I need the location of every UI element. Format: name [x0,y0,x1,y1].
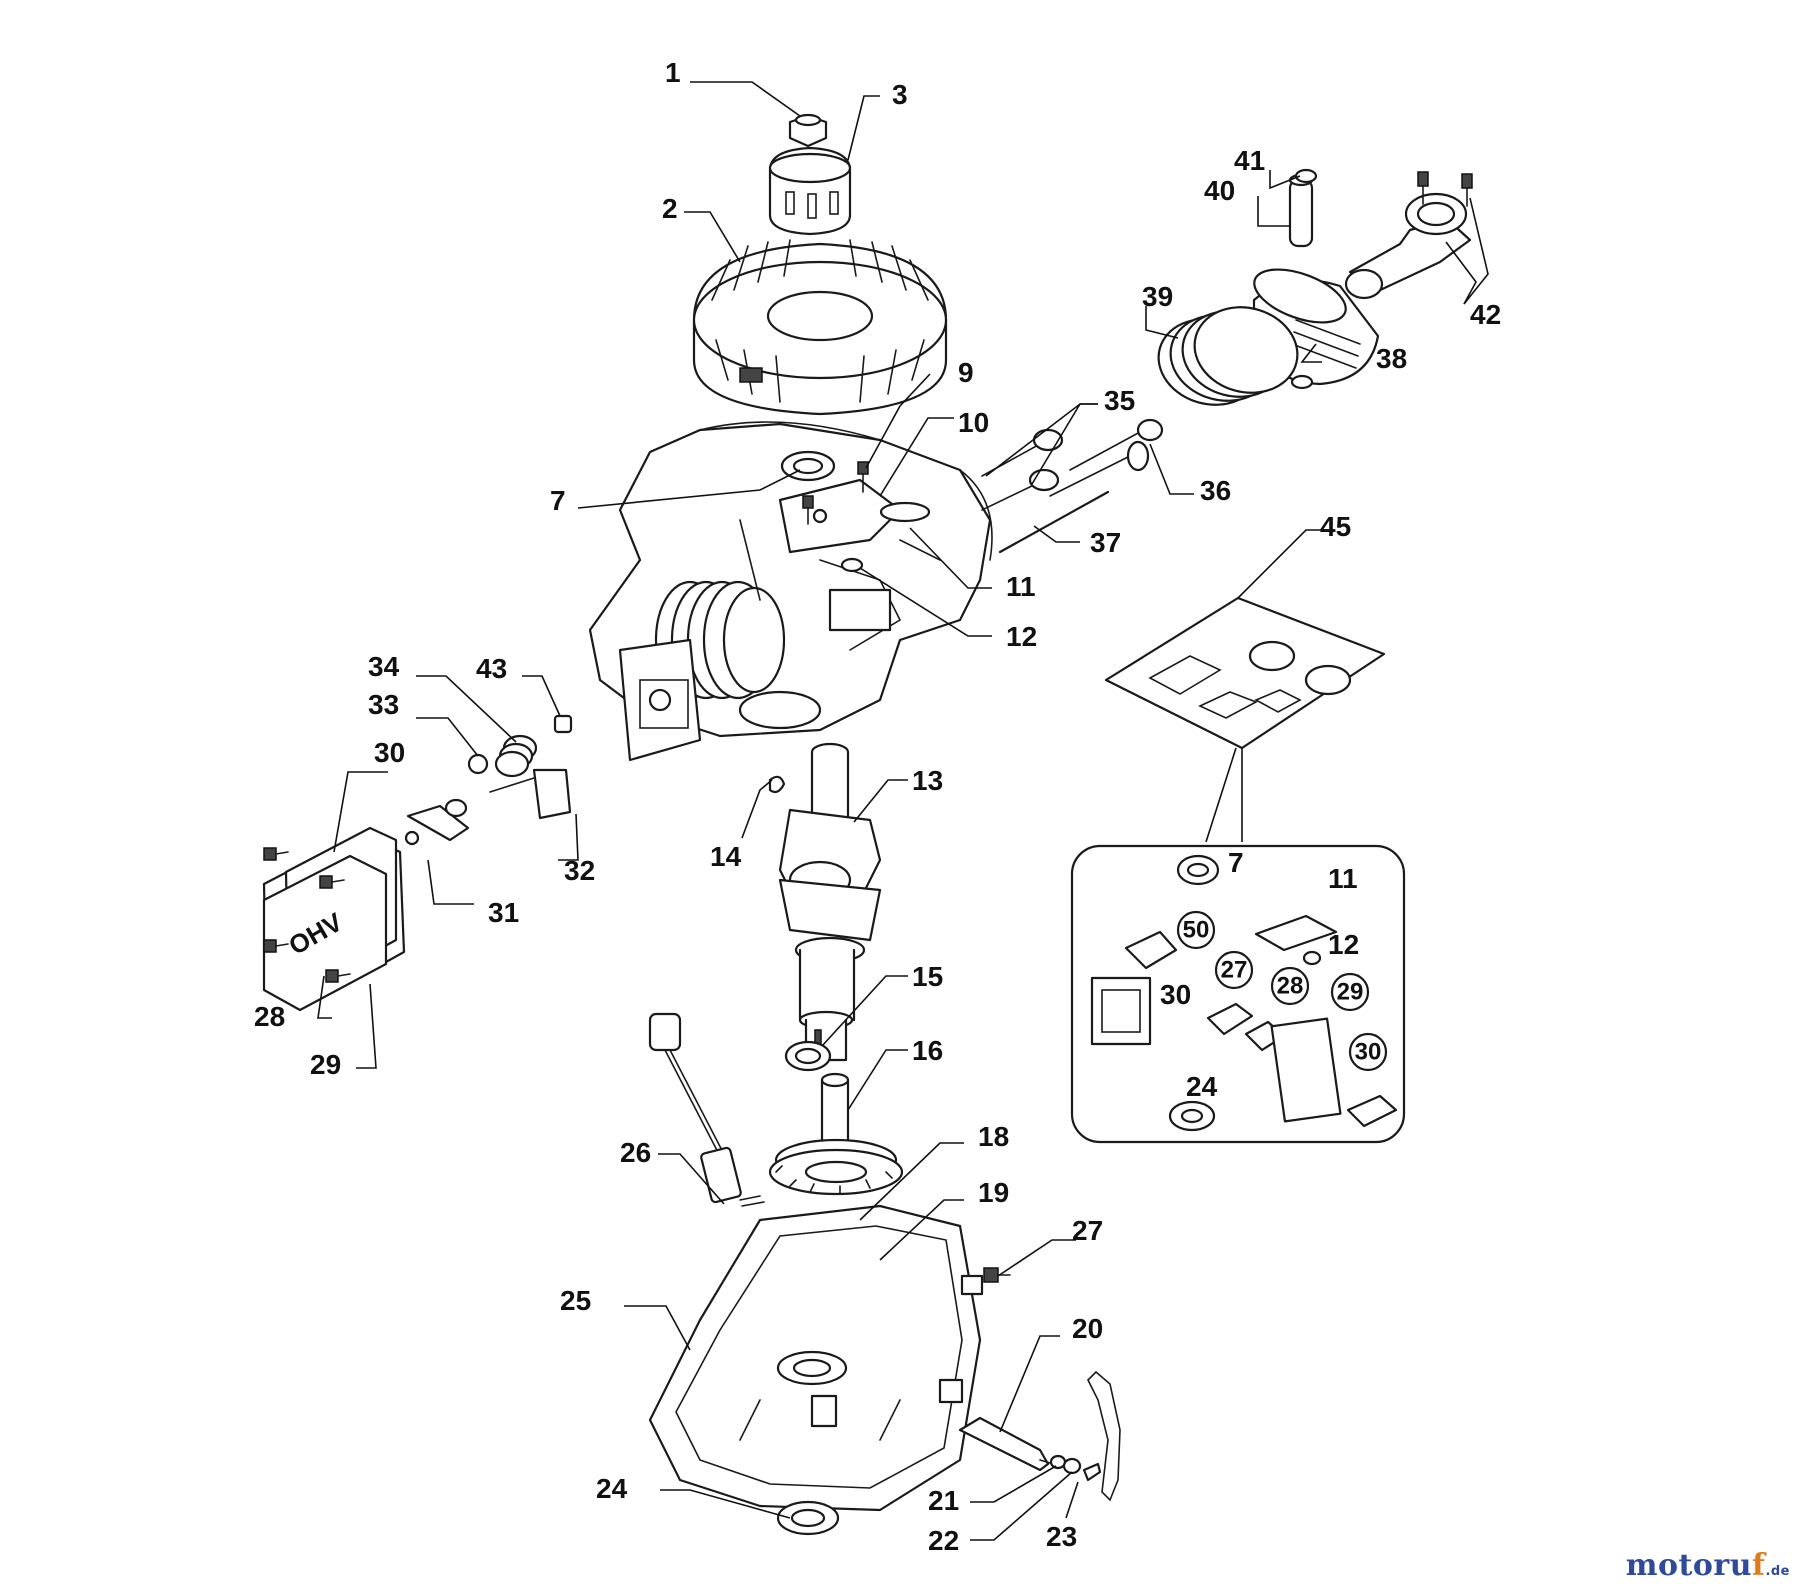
callout-41: 41 [1234,145,1265,176]
callout-37: 37 [1090,527,1121,558]
callout-30: 30 [374,737,405,768]
connecting-rod [1344,171,1473,300]
callout-42: 42 [1470,299,1501,330]
callout-39: 39 [1142,281,1173,312]
inset-circled-labels [1176,910,1388,1072]
inset-circled-27: 27 [1221,957,1248,984]
callout-25: 25 [560,1285,591,1316]
screw-9 [802,461,869,525]
callout-16: 16 [912,1035,943,1066]
callout-7: 7 [550,485,566,516]
callout-13: 13 [912,765,943,796]
gasket-kit-bag [1104,596,1386,750]
starter-cup [768,146,852,236]
inset-callout-24: 24 [1186,1071,1218,1102]
callout-11: 11 [1006,571,1036,602]
callout-3: 3 [892,79,908,110]
callout-23: 23 [1046,1521,1077,1552]
callout-29: 29 [310,1049,341,1080]
inset-circled-29: 29 [1337,979,1364,1006]
watermark-tld: .de [1765,1564,1790,1579]
inset-callout-11: 11 [1328,863,1358,894]
engine-block [588,421,993,762]
inset-callout-7: 7 [1228,847,1244,878]
callout-34: 34 [368,651,400,682]
push-rods [998,490,1110,554]
callout-21: 21 [928,1485,959,1516]
circlips [1290,168,1318,390]
callout-40: 40 [1204,175,1235,206]
crankshaft [778,742,882,1062]
callout-38: 38 [1376,343,1407,374]
watermark-accent: f [1752,1548,1766,1583]
callout-45: 45 [1320,511,1351,542]
governor-link [1087,1370,1121,1502]
bolt-27 [983,1267,1011,1283]
callout-35: 35 [1104,385,1135,416]
dipstick [648,1012,765,1207]
callout-26: 26 [620,1137,651,1168]
callout-24: 24 [596,1473,628,1504]
rocker-arms-31 [404,798,470,846]
callout-33: 33 [368,689,399,720]
spring-34 [489,734,538,793]
part-callouts: 1 2 3 7 9 10 11 12 13 14 15 16 18 19 20 … [254,57,1501,1556]
callout-15: 15 [912,961,943,992]
callout-22: 22 [928,1525,959,1556]
inset-circled-28: 28 [1277,973,1304,1000]
callout-2: 2 [662,193,678,224]
governor-shaft-20 [958,1416,1061,1472]
callout-1: 1 [665,57,681,88]
camshaft [768,1072,904,1196]
gasket-kit-inset [1070,844,1406,1144]
gasket-11 [879,501,931,523]
callout-28: 28 [254,1001,285,1032]
callout-9: 9 [958,357,974,388]
valves [981,418,1164,511]
inset-circled-30: 30 [1355,1039,1382,1066]
callout-18: 18 [978,1121,1009,1152]
cover-bolts-28 [263,847,351,983]
inset-callout-30: 30 [1160,979,1191,1010]
inset-callout-12: 12 [1328,929,1359,960]
callout-20: 20 [1072,1313,1103,1344]
nut-43 [553,714,573,734]
rocker-cover-30: OHV [262,826,406,1012]
rocker-bracket-32 [532,768,572,820]
callout-12: 12 [1006,621,1037,652]
washer-22 [1062,1457,1082,1475]
nut-33 [467,753,489,775]
callout-36: 36 [1200,475,1231,506]
flywheel [692,239,948,416]
callout-43: 43 [476,653,507,684]
watermark-main: motoru [1625,1548,1753,1583]
callout-31: 31 [488,897,519,928]
piston-pin [1288,173,1314,248]
callout-10: 10 [958,407,989,438]
callout-27: 27 [1072,1215,1103,1246]
leader-lines [317,81,1489,1541]
callout-32: 32 [564,855,595,886]
flywheel-nut [788,113,828,148]
pin-23 [1082,1462,1102,1482]
washer-21 [1049,1454,1067,1470]
piston-rings [1157,306,1299,406]
woodruff-key-14 [768,775,786,794]
site-watermark: motoruf.de [1626,1548,1790,1583]
callout-14: 14 [710,841,742,872]
o-ring-12 [840,557,864,573]
oil-seal-15 [784,1040,832,1072]
inset-circled-50: 50 [1183,917,1210,944]
callout-19: 19 [978,1177,1009,1208]
crankcase-cover [648,1204,984,1512]
